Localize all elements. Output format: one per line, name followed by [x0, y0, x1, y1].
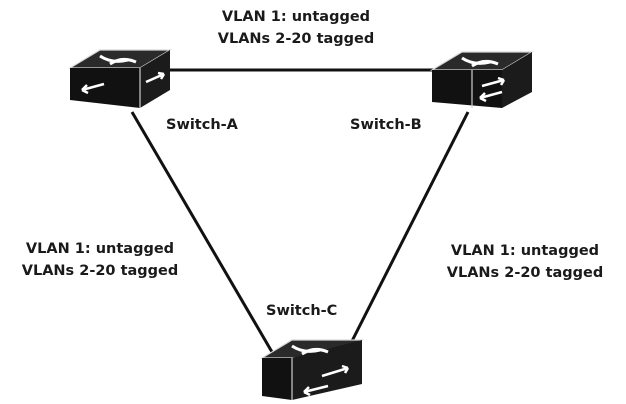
switch-b-label: Switch-B — [350, 117, 422, 133]
switch-b-icon — [429, 51, 535, 108]
link-b-c — [348, 111, 470, 346]
switch-c-label: Switch-C — [266, 303, 338, 319]
switch-c-icon — [259, 339, 365, 400]
link-b-c-untagged: VLAN 1: untagged — [450, 243, 600, 259]
link-b-c-label: VLAN 1: untagged VLANs 2-20 tagged — [425, 240, 625, 284]
link-a-c — [130, 111, 274, 353]
link-b-c-tagged: VLANs 2-20 tagged — [446, 265, 604, 281]
link-a-b-tagged: VLANs 2-20 tagged — [217, 31, 375, 47]
link-a-b-label: VLAN 1: untagged VLANs 2-20 tagged — [196, 6, 396, 50]
switch-a-icon — [67, 49, 173, 108]
switch-a-label: Switch-A — [166, 117, 238, 133]
link-a-b-untagged: VLAN 1: untagged — [221, 9, 371, 25]
link-a-c-untagged: VLAN 1: untagged — [25, 241, 175, 257]
link-a-c-label: VLAN 1: untagged VLANs 2-20 tagged — [0, 238, 200, 282]
link-a-c-tagged: VLANs 2-20 tagged — [21, 263, 179, 279]
